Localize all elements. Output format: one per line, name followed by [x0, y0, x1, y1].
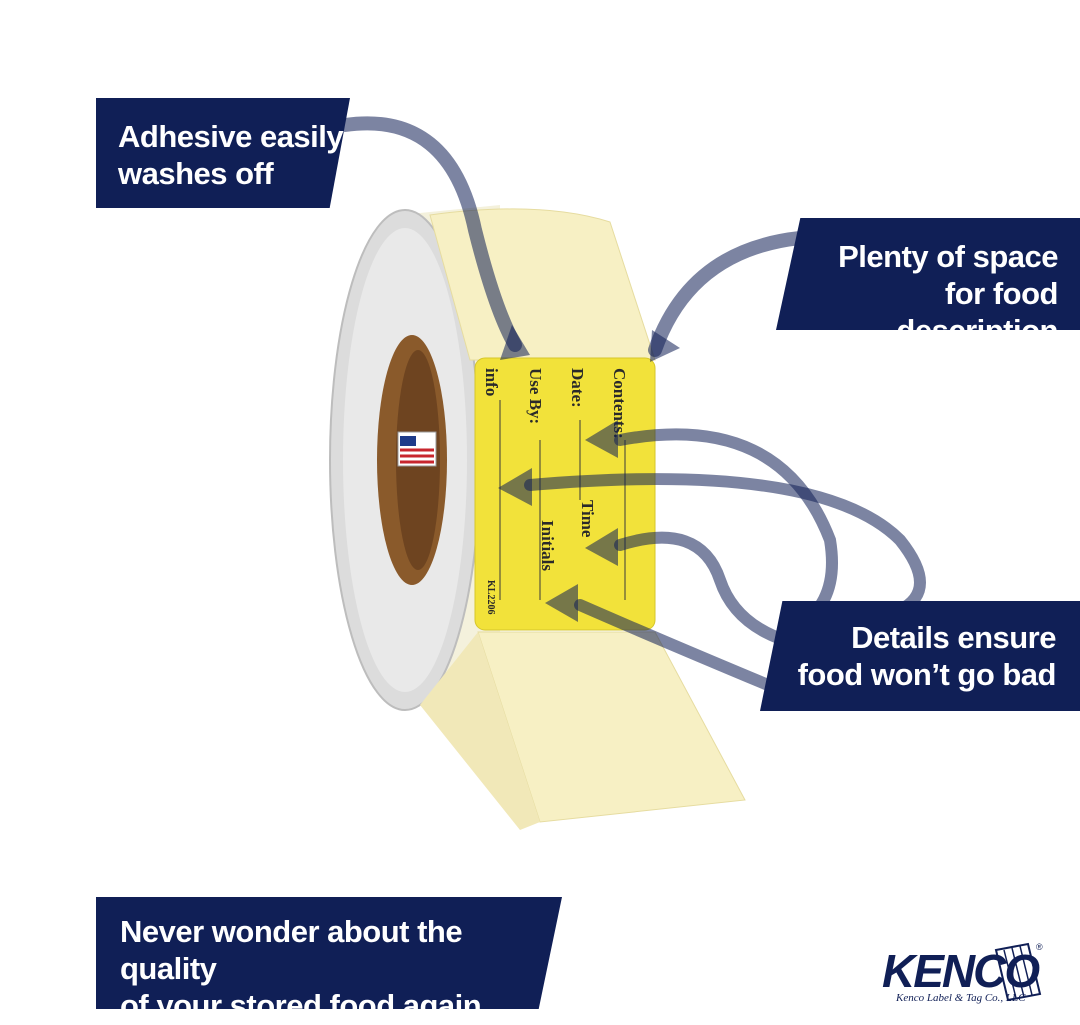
- arrow-info: [524, 473, 926, 616]
- label-contents: Contents:: [610, 368, 629, 439]
- label-info: info: [482, 368, 501, 396]
- callout-space: Plenty of space for food description: [776, 218, 1080, 330]
- callout-details-line-1: Details ensure: [851, 620, 1056, 655]
- logo-subtitle: Kenco Label & Tag Co., LLC: [896, 992, 1026, 1004]
- label-initials: Initials: [538, 520, 557, 571]
- callout-space-line-1: Plenty of space: [838, 239, 1058, 274]
- label-roll: [329, 205, 500, 711]
- pale-label-top: [429, 208, 656, 361]
- label-time: Time: [578, 500, 597, 538]
- arrow-adhesive: [338, 116, 522, 352]
- label-date: Date:: [568, 368, 587, 408]
- callout-details-line-2: food won’t go bad: [797, 657, 1057, 693]
- logo-wordmark: KENCO: [882, 945, 1040, 997]
- callout-details: Details ensure food won’t go bad: [760, 601, 1080, 711]
- arrow-heads: [498, 325, 680, 622]
- yellow-label: Contents: Date: Time Use By: Initials in…: [474, 357, 656, 631]
- arrow-contents: [614, 428, 838, 631]
- callout-quality-line-1: Never wonder about the quality: [120, 914, 463, 987]
- callout-quality-line-2: of your stored food again: [120, 988, 482, 1024]
- arrow-space: [648, 231, 807, 357]
- callout-adhesive: Adhesive easily washes off: [96, 98, 350, 208]
- logo-registered-mark: ®: [1036, 942, 1043, 952]
- label-edge: [420, 632, 540, 830]
- callout-adhesive-line-2: washes off: [118, 156, 274, 192]
- made-in-usa-tag: [397, 431, 437, 467]
- label-use-by: Use By:: [526, 368, 545, 424]
- arrow-initials: [574, 599, 786, 696]
- callout-space-line-2: for food description: [896, 276, 1058, 349]
- callout-quality: Never wonder about the quality of your s…: [96, 897, 562, 1009]
- logo-roll-icon: [994, 942, 1042, 1002]
- callout-adhesive-line-1: Adhesive easily: [118, 119, 344, 154]
- kenco-logo: KENCO Kenco Label & Tag Co., LLC ®: [868, 940, 1048, 1010]
- label-code: KL2206: [485, 580, 496, 614]
